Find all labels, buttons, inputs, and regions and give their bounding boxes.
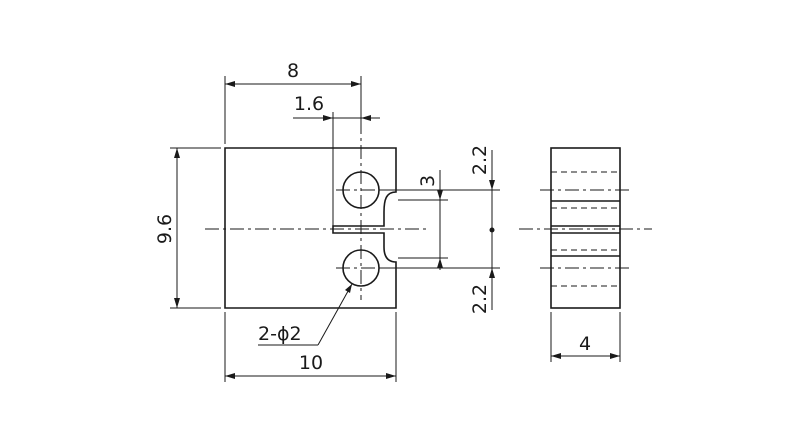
dim-label-2-2-top: 2.2: [469, 145, 491, 175]
dim-height-left: 9.6: [154, 147, 221, 309]
front-view: [205, 120, 428, 309]
dim-label-2-2-bottom: 2.2: [469, 284, 491, 314]
side-outline: [550, 147, 621, 309]
dim-label-8: 8: [287, 60, 299, 82]
front-outline: [224, 147, 397, 309]
dim-label-9-6: 9.6: [154, 214, 176, 244]
dim-side-width: 4: [550, 312, 621, 362]
dim-width-top: 8: [224, 60, 362, 144]
dim-slot-offset: 1.6: [293, 93, 380, 226]
dim-label-hole-note: 2-ϕ2: [258, 323, 302, 345]
dim-hole-spacing: 3: [398, 170, 448, 270]
hole-note: 2-ϕ2: [258, 283, 353, 346]
dim-label-10: 10: [299, 352, 323, 374]
side-view: [519, 147, 652, 309]
dim-edge-offsets: 2.2 2.2: [382, 145, 500, 314]
dim-label-4: 4: [579, 333, 591, 355]
dim-label-3: 3: [417, 175, 439, 187]
dim-width-bottom: 10: [224, 312, 397, 382]
center-dot: [489, 227, 495, 233]
dim-label-1-6: 1.6: [294, 93, 324, 115]
